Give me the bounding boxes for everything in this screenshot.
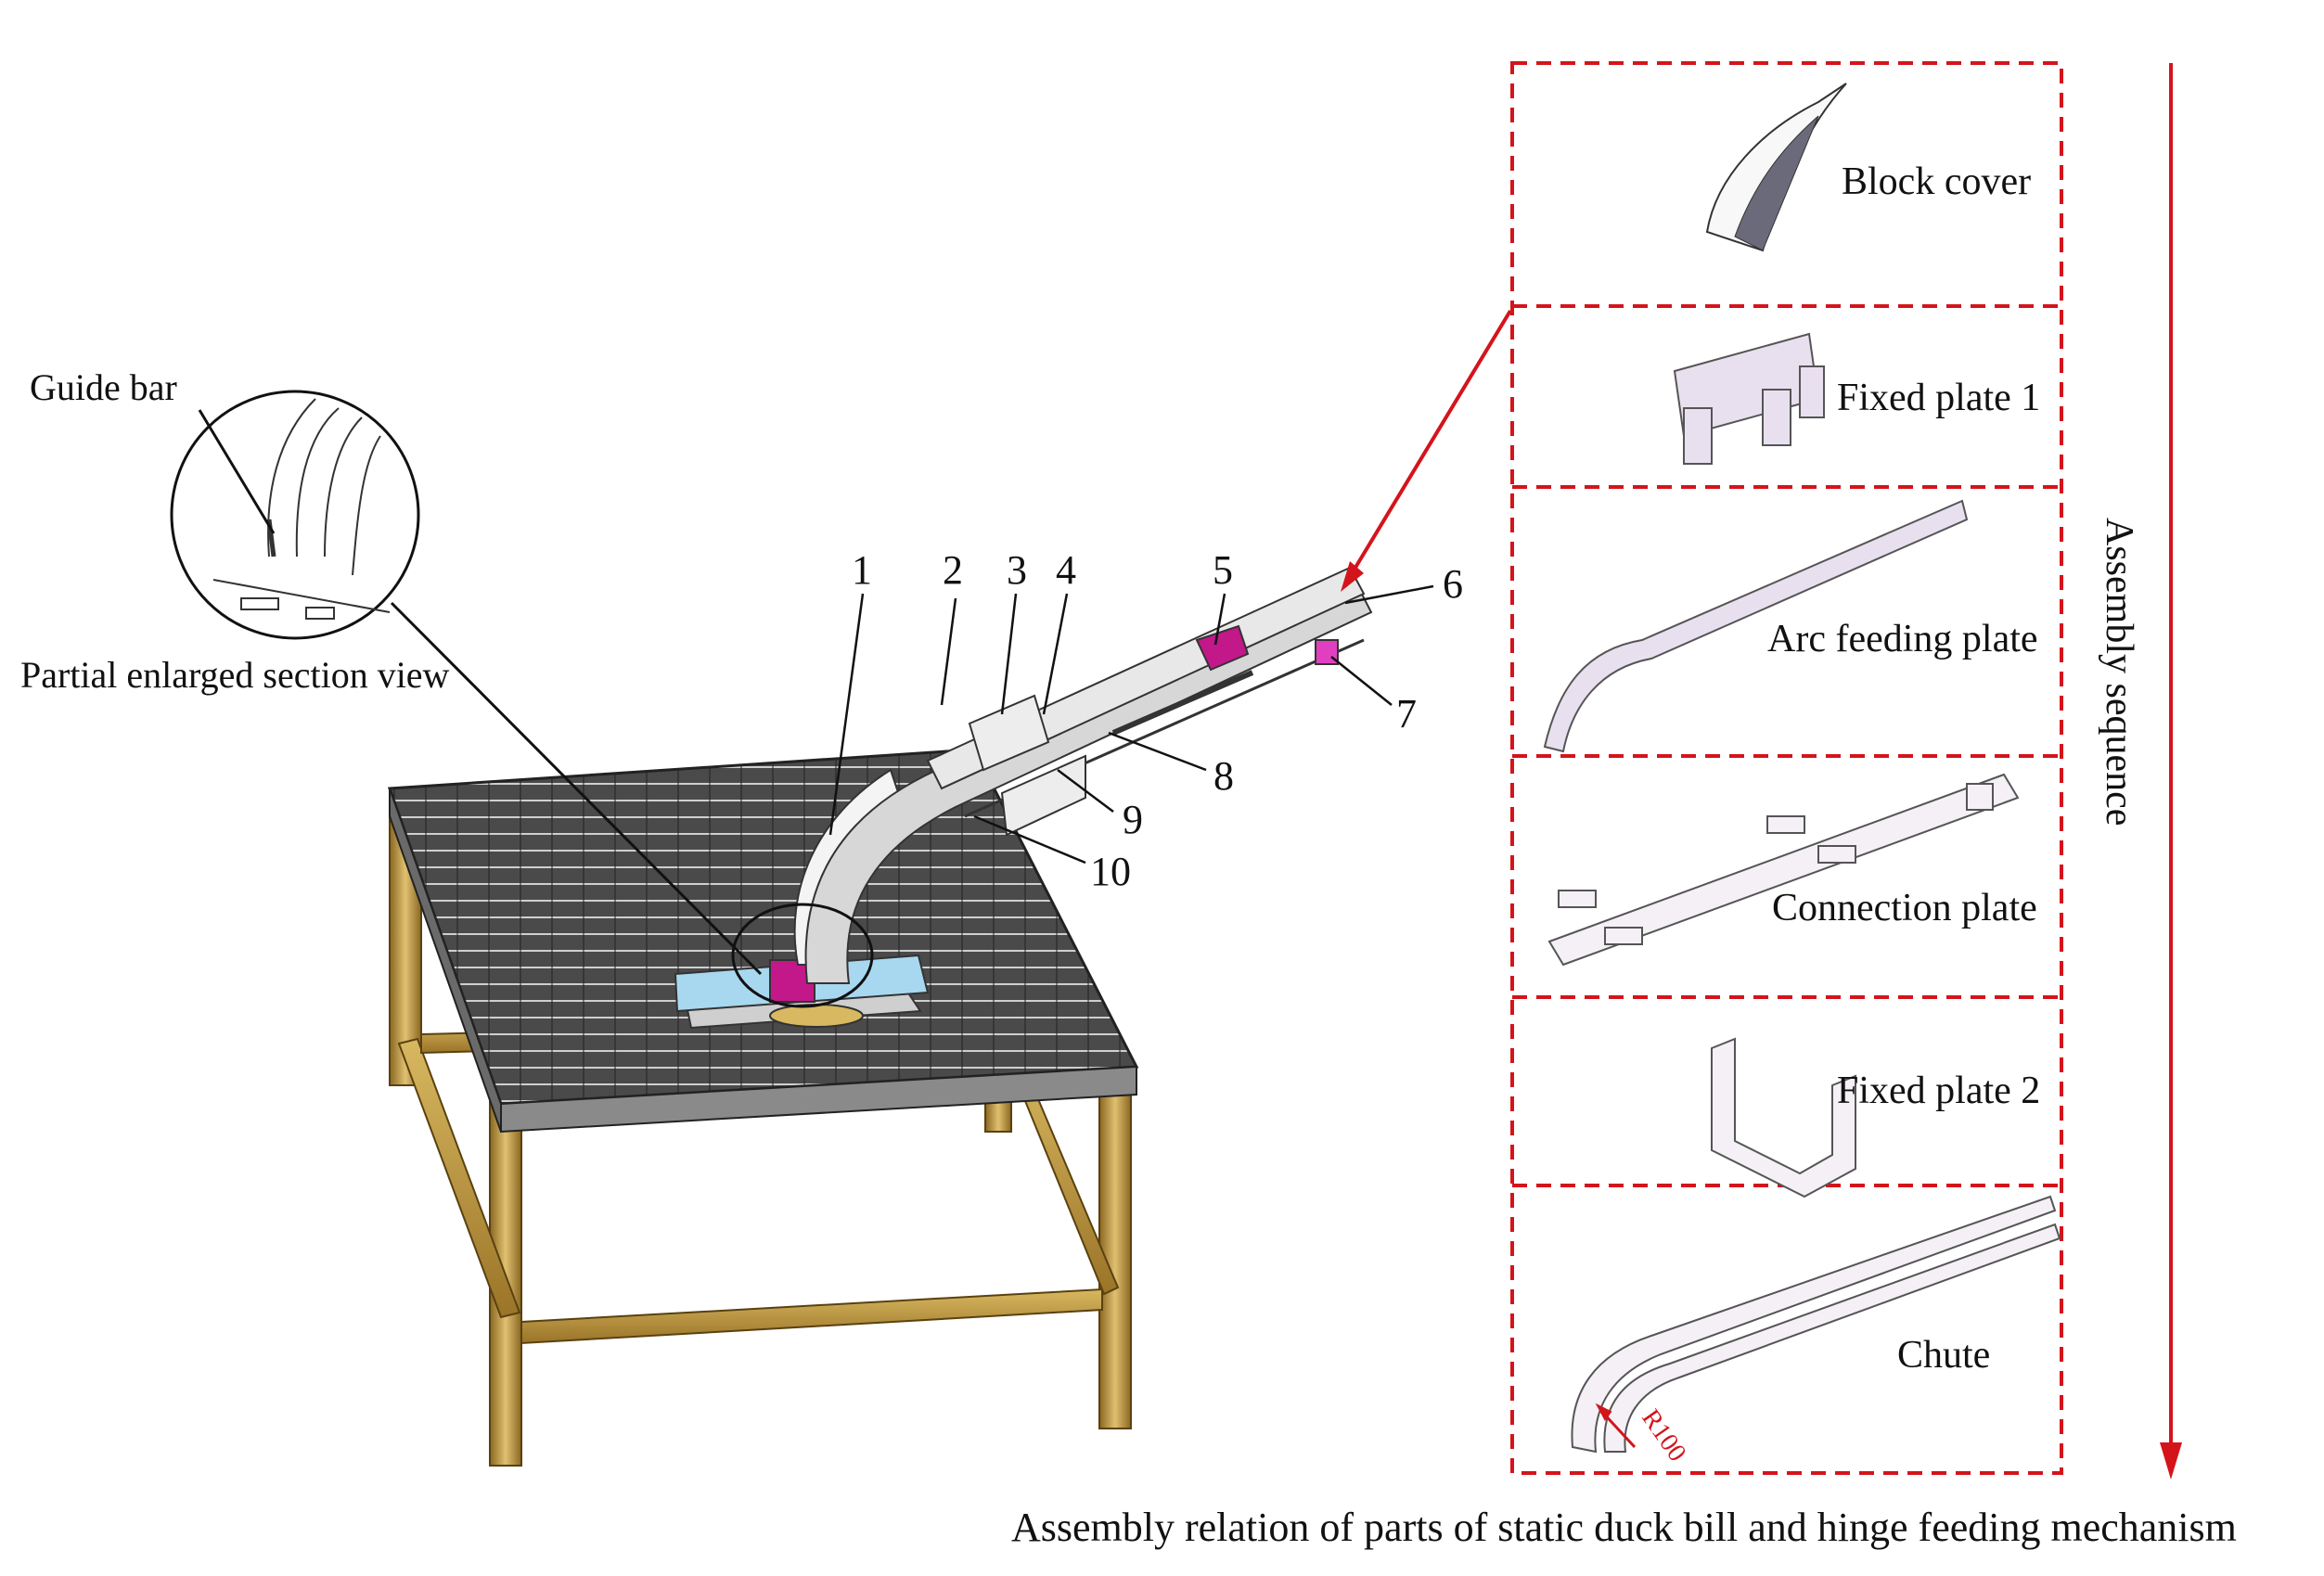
part-block-cover xyxy=(1705,83,1847,252)
part-chute xyxy=(1571,1195,2061,1454)
part-arc-feeding-plate xyxy=(1543,499,1969,753)
part-fixed-plate-2 xyxy=(1711,1037,1856,1198)
guide-bar-label: Guide bar xyxy=(30,366,177,408)
partial-view-label: Partial enlarged section view xyxy=(20,654,450,696)
part-label-connection-plate: Connection plate xyxy=(1772,887,2037,929)
part-fixed-plate-1 xyxy=(1673,332,1825,465)
part-number-5: 5 xyxy=(1213,547,1233,593)
assembly-arrow xyxy=(1343,309,1512,586)
leader-lines xyxy=(828,584,1434,865)
part-label-arc-feeding-plate: Arc feeding plate xyxy=(1767,618,2038,660)
feeding-mechanism xyxy=(793,566,1373,984)
mechanism-detail-circle xyxy=(731,903,874,1008)
part-number-3: 3 xyxy=(1007,547,1027,593)
part-number-2: 2 xyxy=(943,547,963,593)
part-number-6: 6 xyxy=(1443,561,1463,607)
assembly-sequence-label: Assembly sequence xyxy=(2098,518,2140,826)
part-number-8: 8 xyxy=(1213,753,1234,799)
part-label-chute: Chute xyxy=(1897,1334,1991,1377)
part-number-4: 4 xyxy=(1056,547,1076,593)
part-number-1: 1 xyxy=(852,547,872,593)
workbench xyxy=(387,748,1139,1467)
figure-caption: Assembly relation of parts of static duc… xyxy=(1011,1505,2237,1550)
part-number-7: 7 xyxy=(1396,691,1417,737)
part-number-10: 10 xyxy=(1090,849,1131,894)
detail-circle xyxy=(170,390,420,640)
part-number-9: 9 xyxy=(1123,797,1143,842)
part-label-block-cover: Block cover xyxy=(1842,160,2032,203)
part-connection-plate xyxy=(1547,773,2020,967)
part-label-fixed-plate-1: Fixed plate 1 xyxy=(1837,377,2041,419)
part-label-fixed-plate-2: Fixed plate 2 xyxy=(1837,1070,2041,1112)
